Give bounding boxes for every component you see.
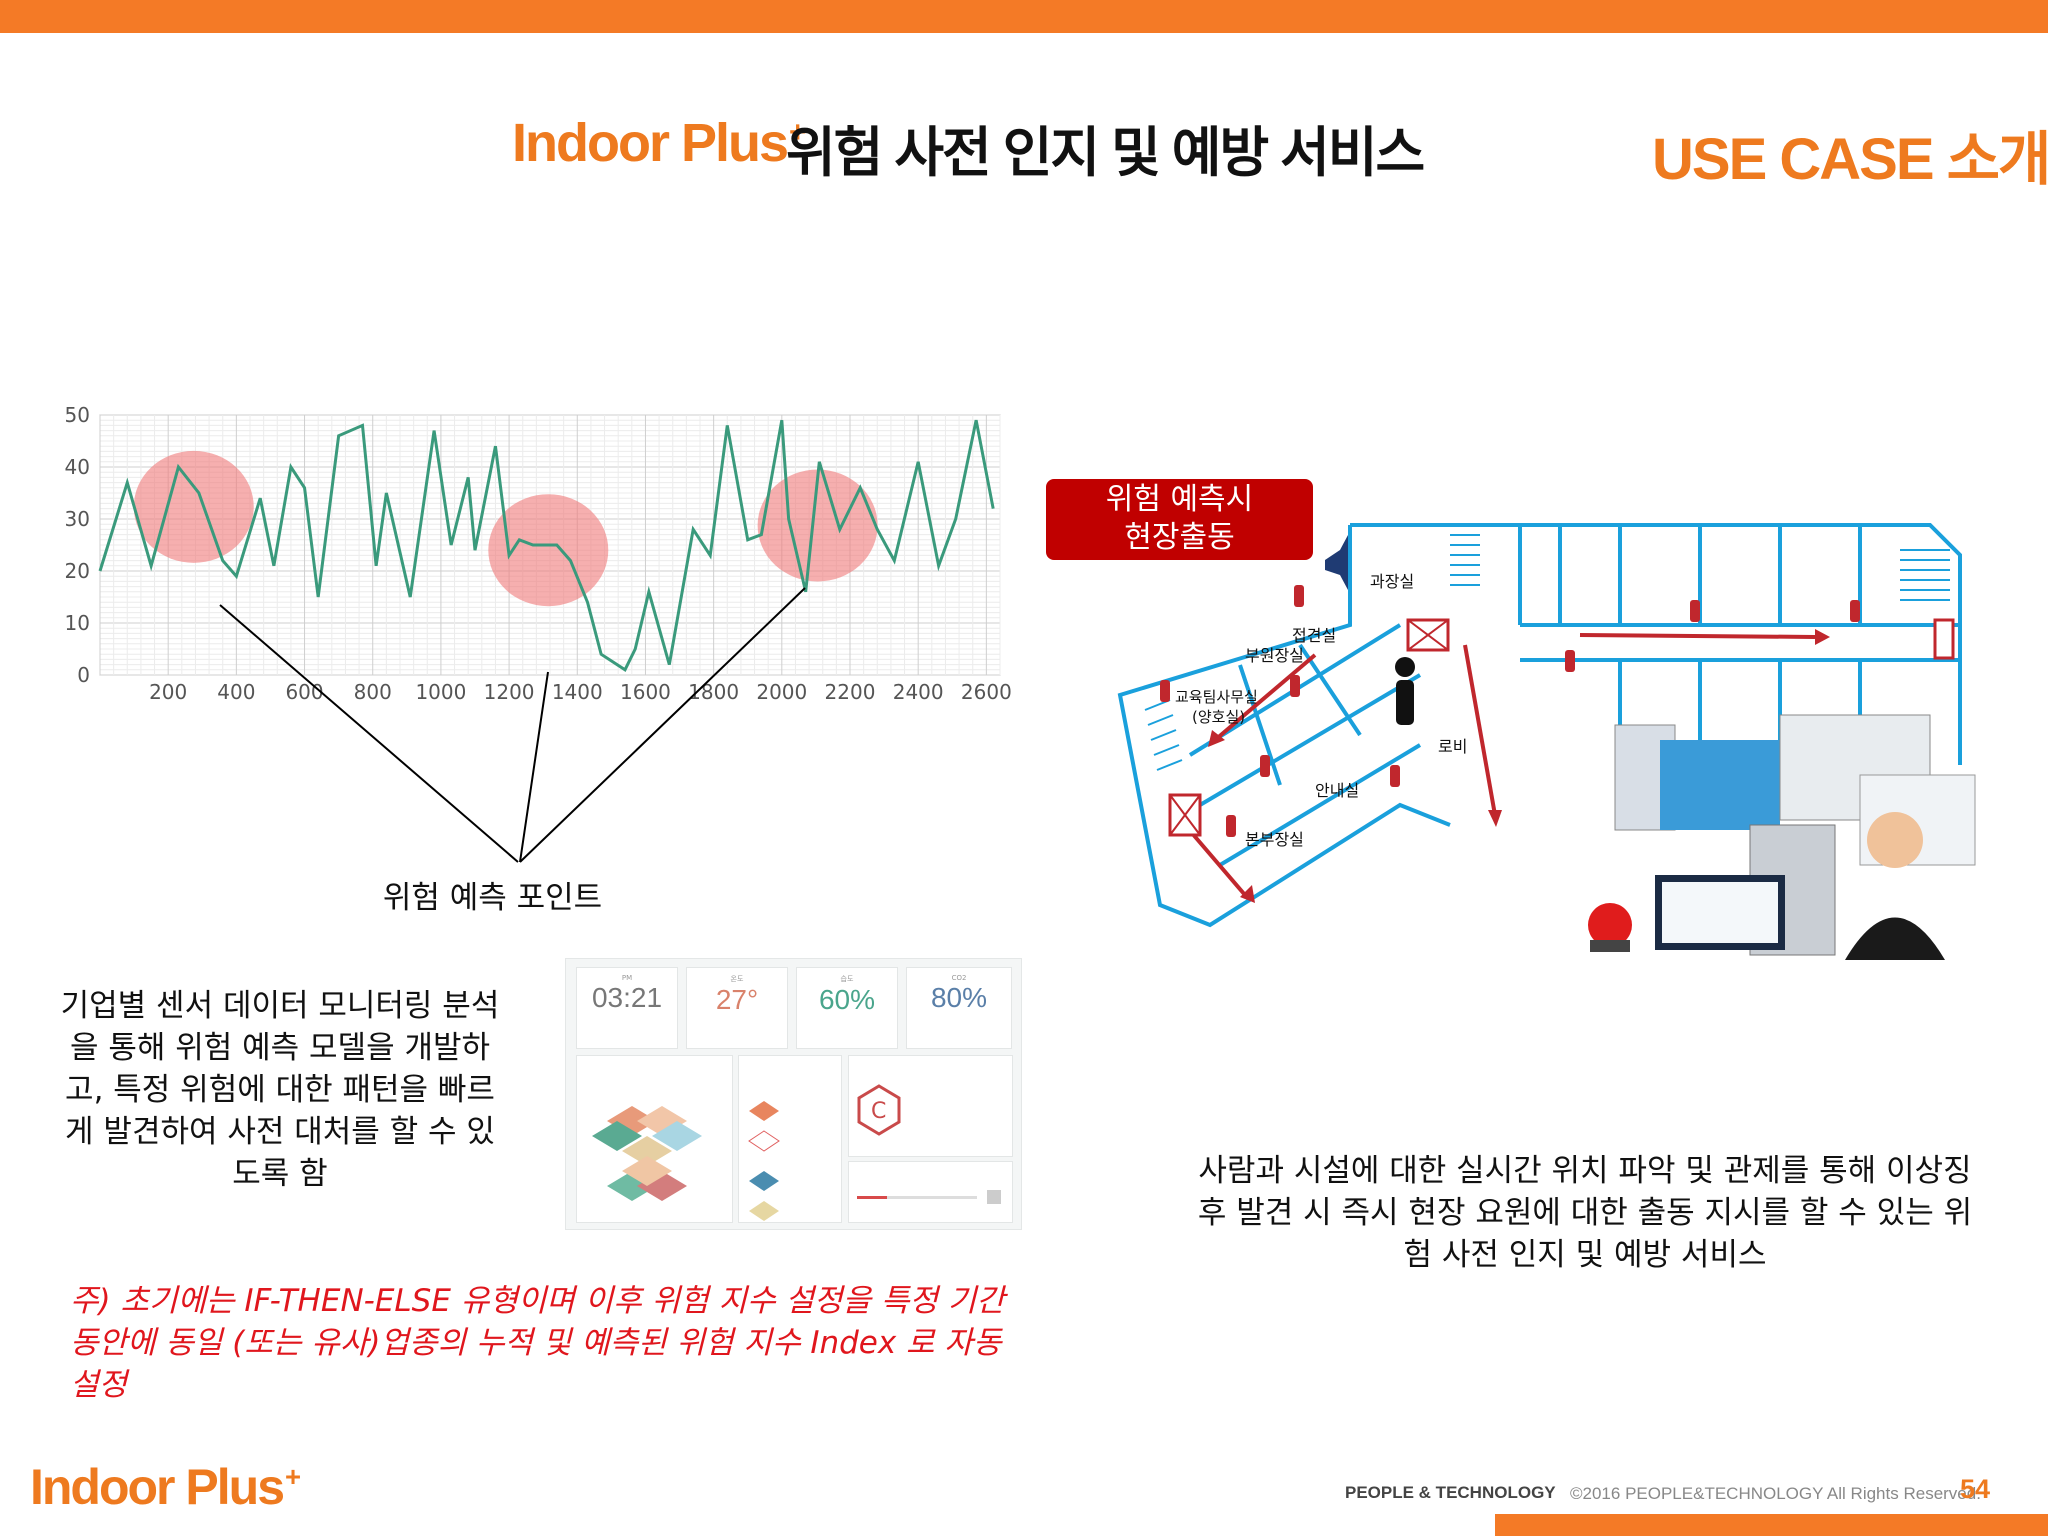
- temperature-tile: 온도 27°: [686, 967, 788, 1049]
- pointer-line-2: [519, 671, 549, 863]
- bottom-accent-bar: [1495, 1514, 2048, 1536]
- dispatch-line-2: 현장출동: [1124, 520, 1235, 555]
- speaker-icon: [1325, 535, 1348, 590]
- x-tick-label: 400: [217, 680, 255, 704]
- x-tick-label: 600: [285, 680, 323, 704]
- arrow-down-icon: [1488, 810, 1502, 827]
- alert-icons: [748, 1101, 780, 1221]
- x-tick-label: 2000: [756, 680, 807, 704]
- room-label-info-desk: 안내실: [1315, 781, 1360, 800]
- x-tick-label: 800: [354, 680, 392, 704]
- y-tick-label: 20: [65, 559, 90, 583]
- fire-extinguisher-icons: [1160, 585, 1860, 837]
- emergency-exit-icons: [1168, 618, 1955, 837]
- humidity-tile: 습도 60%: [796, 967, 898, 1049]
- staff-person-icon: [1395, 657, 1415, 725]
- x-tick-label: 2400: [893, 680, 944, 704]
- room-label-infirmary: (양호실): [1192, 708, 1246, 726]
- page-number: 54: [1960, 1474, 1991, 1504]
- arrow-right-icon: [1815, 629, 1830, 645]
- footer-logo: Indoor Plus+: [30, 1459, 301, 1515]
- room-label-headquarters: 본부장실: [1245, 830, 1304, 849]
- x-tick-label: 2600: [961, 680, 1012, 704]
- page-title: 위험 사전 인지 및 예방 서비스: [786, 123, 1425, 183]
- pointer-line-1: [219, 604, 519, 863]
- x-tick-label: 1200: [484, 680, 535, 704]
- temperature-value: 27°: [715, 984, 759, 1015]
- room-label-education-office: 교육팀사무실: [1175, 688, 1258, 706]
- header-logo: Indoor Plus+: [512, 113, 806, 173]
- y-tick-label: 10: [65, 611, 90, 635]
- arrow-left-icon: [1208, 730, 1225, 747]
- x-tick-label: 1400: [552, 680, 603, 704]
- room-label-director: 과장실: [1370, 572, 1415, 591]
- room-label-reception: 접견실: [1292, 626, 1337, 645]
- footer-copyright: ©2016 PEOPLE&TECHNOLOGY All Rights Reser…: [1570, 1484, 1981, 1503]
- svg-text:C: C: [871, 1099, 886, 1124]
- dispatch-line-1: 위험 예측시: [1105, 482, 1254, 517]
- time-value: 03:21: [591, 982, 663, 1013]
- time-tile-label: PM: [621, 974, 633, 982]
- humidity-label: 습도: [840, 975, 854, 983]
- temperature-deviation-tile: C: [848, 1055, 1013, 1157]
- floor-plan: [1117, 523, 1976, 960]
- monitoring-station-icon: [1588, 714, 1976, 960]
- right-description: 사람과 시설에 대한 실시간 위치 파악 및 관제를 통해 이상징후 발견 시 …: [1197, 1153, 1973, 1273]
- timer-tile: [848, 1161, 1013, 1223]
- room-label-vice-director: 부원장실: [1245, 646, 1304, 665]
- section-tag: USE CASE 소개: [1652, 127, 2048, 192]
- y-tick-label: 50: [65, 403, 90, 427]
- y-tick-label: 40: [65, 455, 90, 479]
- risk-highlight-1: [133, 450, 254, 563]
- series-line: [98, 419, 995, 672]
- x-tick-label: 2200: [825, 680, 876, 704]
- humidity-value: 60%: [818, 984, 876, 1015]
- y-tick-label: 30: [65, 507, 90, 531]
- footnote: 주) 초기에는 IF-THEN-ELSE 유형이며 이후 위험 지수 설정을 특…: [70, 1283, 1005, 1403]
- x-tick-label: 1000: [415, 680, 466, 704]
- y-tick-label: 0: [77, 663, 90, 687]
- co2-tile: CO2 80%: [906, 967, 1012, 1049]
- time-tile: PM 03:21: [576, 967, 678, 1049]
- room-label-lobby: 로비: [1438, 737, 1468, 756]
- footer-company: PEOPLE & TECHNOLOGY: [1345, 1483, 1556, 1502]
- pointer-line-3: [519, 587, 806, 863]
- x-tick-label: 1600: [620, 680, 671, 704]
- dispatch-alert-box: 위험 예측시 현장출동: [1046, 479, 1313, 560]
- c-badge-icon: C: [857, 1084, 901, 1136]
- x-tick-label: 200: [149, 680, 187, 704]
- co2-value: 80%: [930, 982, 988, 1013]
- alert-list-tile: [738, 1055, 842, 1223]
- top-accent-bar: [0, 0, 2048, 33]
- sensor-dashboard: PM 03:21 온도 27° 습도 60% CO2 80%: [565, 958, 1022, 1230]
- diamond-map: [592, 1106, 702, 1201]
- co2-label: CO2: [951, 974, 967, 982]
- temp-humidity-map-tile: [576, 1055, 733, 1223]
- arrow-down-left-icon: [1240, 885, 1255, 903]
- left-description: 기업별 센서 데이터 모니터링 분석을 통해 위험 예측 모델을 개발하고, 특…: [60, 988, 500, 1192]
- prediction-point-label: 위험 예측 포인트: [382, 880, 603, 916]
- temperature-label: 온도: [730, 975, 744, 983]
